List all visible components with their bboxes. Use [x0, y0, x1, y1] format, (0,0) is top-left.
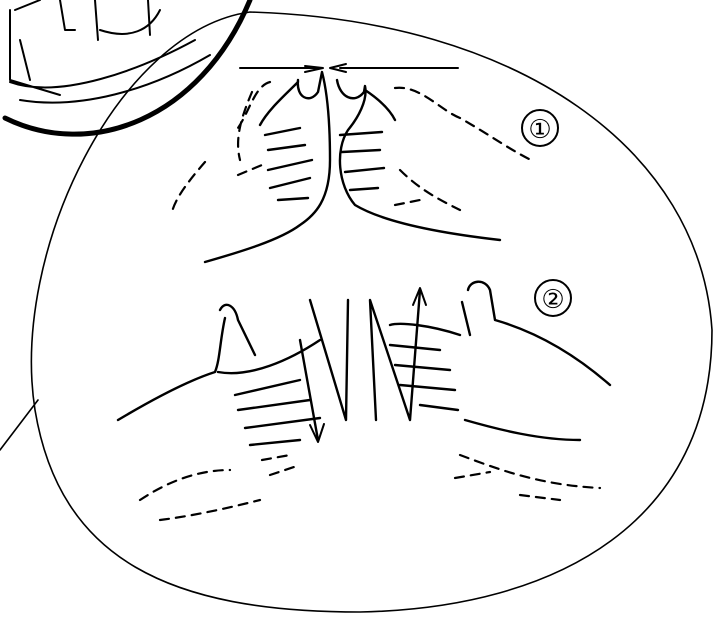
left-hand-2-outline — [118, 305, 320, 445]
left-thumb-outline — [205, 72, 330, 262]
step-1-marker: ① — [528, 115, 551, 145]
right-fingers-hidden — [395, 88, 535, 210]
left-hand-2-hidden — [140, 455, 300, 520]
right-hand-2-outline — [390, 282, 610, 440]
step-2-hands: ② — [118, 280, 610, 520]
step-2-marker: ② — [541, 285, 564, 315]
left-fingers-lines — [260, 82, 312, 200]
right-hand-2-hidden — [455, 455, 600, 500]
inset-machine-lines — [10, 0, 210, 103]
inset-edge-lines — [15, 0, 75, 30]
step-1-hands: ① — [172, 64, 558, 262]
right-fingers-lines — [340, 90, 395, 190]
left-fingers-hidden — [172, 82, 270, 212]
zigzag-up-lines — [370, 290, 420, 420]
callout-leader-line — [0, 400, 38, 450]
right-thumb-outline — [337, 80, 500, 240]
inset-border — [5, 0, 250, 134]
inset-detail — [5, 0, 250, 134]
